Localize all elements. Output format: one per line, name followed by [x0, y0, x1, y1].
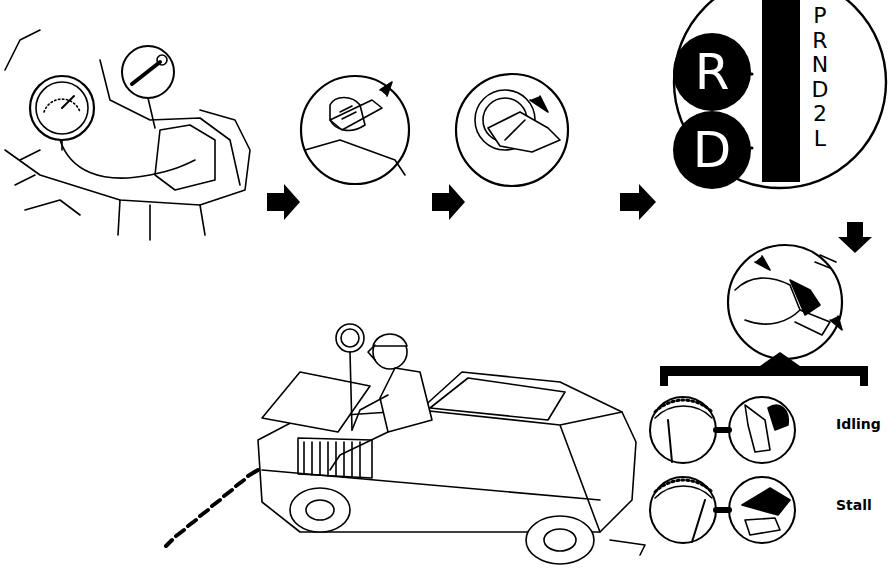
pedal-inset-part	[735, 278, 800, 324]
engine-bay-part	[100, 60, 240, 185]
engine-bay	[5, 30, 250, 240]
pedal-inset-part	[830, 316, 842, 330]
gauge-idling-part	[668, 420, 672, 462]
flow-arrow-part	[620, 184, 656, 220]
pedal-idling-part	[745, 405, 770, 452]
gauge-stall-part	[692, 500, 705, 542]
pedal-stall-part	[742, 488, 790, 515]
car-illustration-part	[368, 345, 375, 360]
car-illustration-part	[304, 442, 360, 477]
car-illustration-part	[341, 329, 359, 347]
pedal-inset	[728, 245, 842, 359]
pedal-inset-part	[815, 255, 836, 268]
pedal-idling	[729, 397, 795, 463]
car-illustration-part	[262, 372, 370, 432]
parking-brake-inset-part	[330, 100, 382, 130]
pedal-stall	[729, 477, 795, 543]
engine-bay-part	[118, 200, 205, 240]
connector-bar	[716, 507, 729, 513]
parking-brake-inset-part	[330, 98, 365, 131]
bracket	[660, 352, 868, 386]
gear-badge: D	[673, 111, 751, 189]
connector-bar	[716, 427, 729, 433]
wrench-inset	[122, 46, 174, 128]
wrench-inset-part	[157, 55, 167, 65]
pedal-inset-part	[755, 256, 770, 270]
parking-brake-inset	[301, 76, 409, 184]
engine-bay-part	[5, 30, 250, 205]
car-illustration-part	[166, 470, 258, 546]
engine-bay-part	[44, 99, 80, 112]
gauge-stall-part	[655, 486, 712, 498]
selector-inset-part	[762, 0, 800, 182]
car-illustration-part	[298, 438, 372, 478]
gear-positions: P R N D 2 L	[809, 4, 831, 151]
parking-brake-inset-part	[340, 106, 356, 119]
flow-arrow-part	[267, 184, 300, 220]
selector-inset-part	[674, 0, 886, 188]
car-illustration-part	[373, 335, 407, 369]
gauge-stall	[650, 477, 716, 543]
car-illustration-part	[610, 540, 645, 555]
engine-bay-part	[15, 150, 80, 215]
parking-brake-inset-part	[301, 76, 409, 184]
ignition-inset-part	[456, 74, 568, 186]
state-label: Stall	[836, 497, 872, 513]
state-label: Idling	[836, 416, 881, 432]
gauge-idling	[650, 397, 716, 463]
parking-brake-inset-part	[380, 82, 392, 96]
car-illustration-part	[526, 516, 594, 564]
car-illustration-part	[430, 378, 565, 420]
parking-brake-inset-part	[305, 140, 405, 175]
pedal-inset-part	[795, 310, 830, 335]
bracket-part	[660, 352, 868, 386]
selector-inset	[674, 0, 886, 188]
engine-bay-part	[36, 82, 88, 134]
engine-bay-part	[30, 76, 94, 140]
car-illustration-part	[330, 432, 388, 470]
car-illustration-part	[380, 368, 432, 432]
ignition-inset	[456, 74, 568, 186]
gauge-idling-part	[655, 406, 712, 418]
gear-badge: R	[673, 33, 751, 111]
gauge-stall-part	[650, 477, 716, 543]
ignition-inset-part	[505, 120, 525, 140]
engine-bay-part	[61, 140, 63, 150]
car-illustration-part	[350, 352, 352, 430]
ignition-inset-part	[530, 96, 548, 112]
flow-arrow-part	[838, 222, 872, 253]
wrench-inset-part	[132, 62, 160, 84]
car-illustration-part	[306, 500, 334, 520]
pedal-idling-part	[729, 397, 795, 463]
engine-bay-part	[62, 96, 74, 108]
flow-arrow	[267, 184, 872, 253]
car-illustration	[166, 324, 645, 564]
pedal-inset-part	[790, 280, 820, 315]
car-illustration-part	[373, 334, 407, 346]
pedal-idling-part	[768, 405, 788, 430]
gauge-idling-part	[650, 397, 716, 463]
car-illustration-part	[352, 395, 388, 430]
engine-bay-part	[60, 140, 195, 178]
pedal-inset-part	[728, 245, 842, 359]
engine-bay-part	[155, 125, 215, 190]
pedal-stall-part	[745, 518, 780, 535]
pedal-stall-part	[729, 477, 795, 543]
car-illustration-part	[544, 529, 576, 551]
ignition-inset-part	[488, 112, 560, 152]
flow-arrow-part	[432, 184, 465, 220]
car-illustration-part	[420, 410, 622, 532]
wrench-inset-part	[148, 98, 155, 128]
gear-letter: D	[693, 125, 732, 175]
car-illustration-part	[336, 324, 364, 352]
gear-letter: R	[695, 47, 730, 97]
car-illustration-part	[290, 488, 350, 532]
wrench-inset-part	[122, 46, 174, 98]
car-illustration-part	[258, 372, 636, 532]
